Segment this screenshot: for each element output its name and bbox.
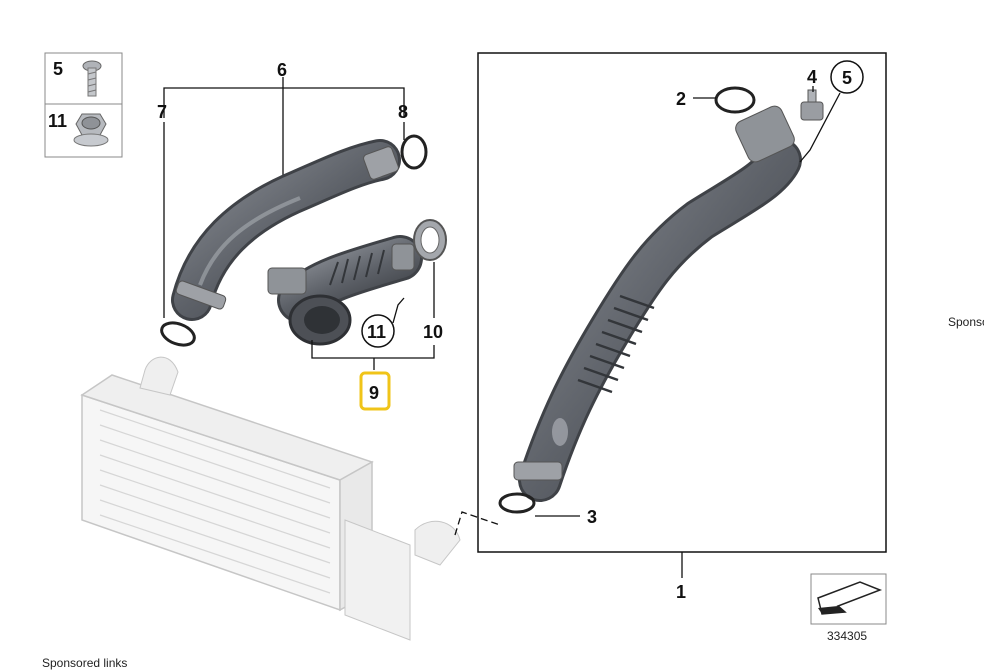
label-1[interactable]: 1 [676,582,686,602]
hose-9 [267,235,423,346]
label-11[interactable]: 11 [367,322,386,342]
diagram-code: 334305 [827,629,867,643]
nut-icon [73,113,109,147]
highlight-box-9[interactable] [359,371,391,411]
legend-box: 5 11 [44,52,123,158]
label-7[interactable]: 7 [157,102,167,122]
label-2[interactable]: 2 [676,89,686,109]
o-ring-3 [498,492,536,514]
circle-5 [830,60,864,94]
hose-1 [513,105,802,502]
sensor-4 [800,89,824,121]
diagram-code-box: 334305 [810,573,887,643]
label-10[interactable]: 10 [423,322,443,342]
sponsored-links[interactable]: Sponsored links [42,656,128,670]
circle-11 [361,314,395,348]
connector-dashed [454,511,501,536]
intercooler [80,356,461,641]
seal-2 [714,86,756,114]
legend-screw-number[interactable]: 5 [53,59,63,79]
label-4[interactable]: 4 [807,67,817,87]
ring-10 [413,219,447,261]
bracket-9-10-11 [311,262,435,370]
bracket-6-7-8 [163,77,405,318]
screw-icon [82,60,102,97]
label-9[interactable]: 9 [369,383,379,403]
legend-nut-number[interactable]: 11 [48,111,67,131]
label-6[interactable]: 6 [277,60,287,80]
label-3[interactable]: 3 [587,507,597,527]
sponsored-links-right[interactable]: Sponsored links [948,315,984,329]
label-8[interactable]: 8 [398,102,408,122]
o-ring-7 [160,321,196,347]
o-ring-8 [400,134,428,170]
hose-6 [171,139,401,321]
label-5[interactable]: 5 [842,68,852,88]
